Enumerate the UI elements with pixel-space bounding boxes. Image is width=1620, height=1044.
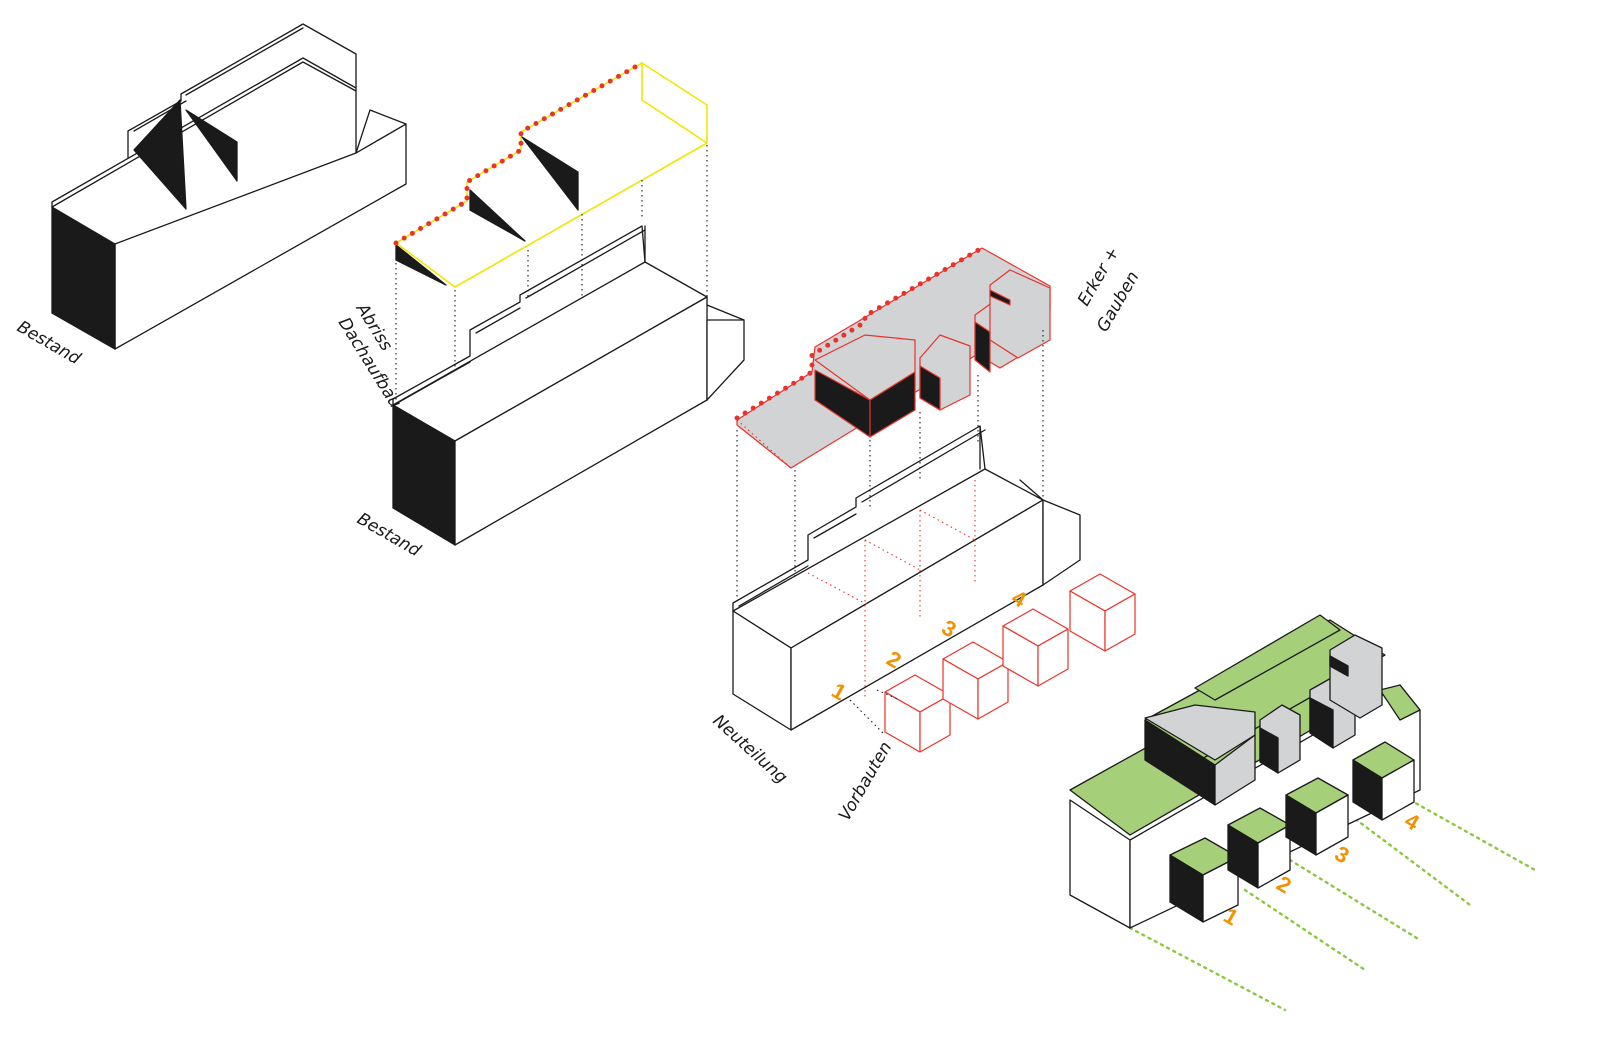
stage-final: 1 2 3 4 (1069, 614, 1537, 1012)
vorbau-box-2 (942, 641, 1009, 720)
vorbau-box-4 (1069, 573, 1136, 652)
demolition-line (393, 60, 645, 246)
unit-number-4-4: 4 (1401, 808, 1425, 836)
stage-bestand: Bestand (14, 23, 407, 369)
final-vorbau-boxes (1169, 741, 1415, 923)
vorbau-box-1 (884, 674, 951, 753)
final-box-4 (1352, 741, 1415, 821)
new-roof-with-dormers (736, 247, 1051, 469)
vorbau-box-3 (1002, 608, 1069, 687)
bestand-building (51, 23, 407, 350)
final-box-1 (1169, 837, 1239, 923)
label-vorbauten: Vorbauten (835, 738, 896, 824)
bestand-building-2 (392, 225, 745, 546)
subdivision-lines (807, 480, 976, 700)
neuteilung-building (732, 425, 1081, 731)
stage-neuteilung: 1 2 3 4 Erker + Gauben Neuteilung Vorbau… (709, 243, 1144, 824)
final-box-2 (1227, 807, 1291, 889)
projection-lines-stage2 (395, 145, 708, 445)
final-box-3 (1285, 777, 1349, 856)
garden-lines (1128, 798, 1537, 1012)
projection-lines-stage3 (736, 330, 1044, 640)
final-dormers (1144, 634, 1383, 806)
demolished-roof-outline (395, 62, 708, 288)
vorbauten-boxes (849, 573, 1136, 753)
